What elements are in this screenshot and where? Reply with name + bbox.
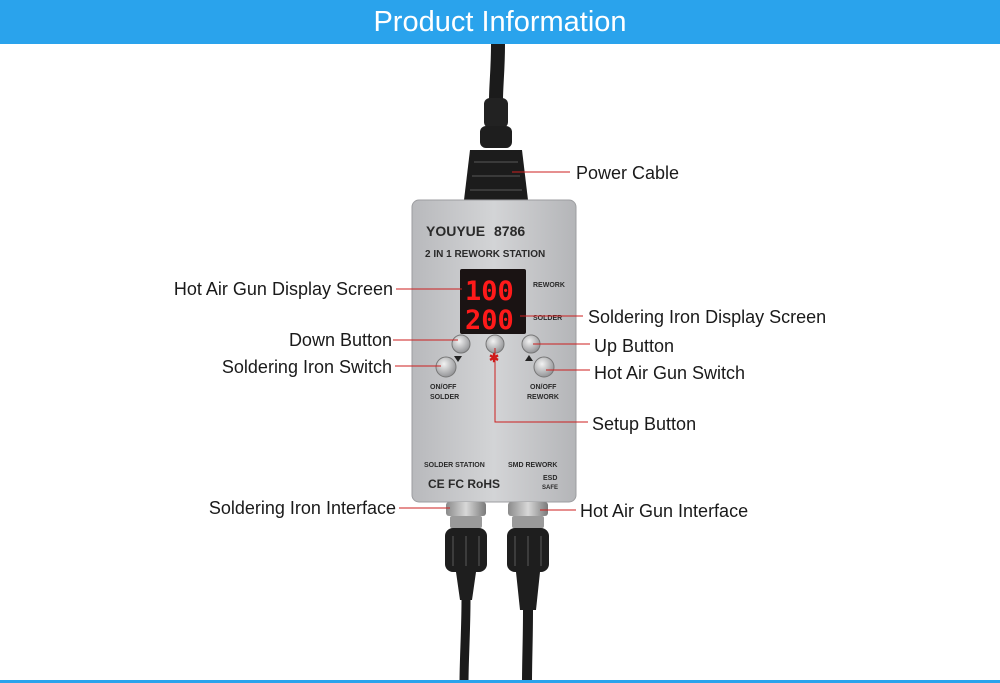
power-cable: [464, 43, 528, 200]
label-down-button: Down Button: [288, 330, 392, 350]
hot-air-gun-connector: [507, 502, 549, 683]
esd-mark-2: SAFE: [542, 485, 558, 491]
page-title-banner: Product Information: [0, 0, 1000, 44]
soldering-iron-switch[interactable]: [435, 356, 457, 378]
solder-station-label: SOLDER STATION: [424, 462, 485, 469]
rework-station-body: YOUYUE 8786 2 IN 1 REWORK STATION 100 20…: [411, 199, 577, 503]
right-switch-label-2: REWORK: [527, 394, 559, 401]
esd-mark-1: ESD: [543, 475, 557, 482]
label-soldering-interface: Soldering Iron Interface: [208, 498, 396, 518]
left-switch-label-2: SOLDER: [430, 394, 459, 401]
smd-rework-label: SMD REWORK: [508, 462, 557, 469]
right-switch-label-1: ON/OFF: [530, 384, 557, 391]
rework-temperature-readout: 100: [465, 276, 514, 307]
down-button[interactable]: [451, 334, 471, 354]
label-hot-air-interface: Hot Air Gun Interface: [580, 501, 749, 521]
left-switch-label-1: ON/OFF: [430, 384, 457, 391]
label-soldering-switch: Soldering Iron Switch: [221, 357, 392, 377]
setup-star-icon: ✱: [489, 351, 499, 365]
up-arrow-icon: [525, 355, 533, 361]
callout-lines: [393, 171, 590, 511]
certification-marks: CE FC RoHS: [428, 477, 500, 491]
solder-temperature-readout: 200: [465, 305, 514, 336]
label-soldering-display: Soldering Iron Display Screen: [588, 307, 827, 327]
device-model: 8786: [494, 223, 525, 239]
label-up-button: Up Button: [594, 336, 675, 356]
label-hot-air-display: Hot Air Gun Display Screen: [173, 279, 393, 299]
down-arrow-icon: [454, 356, 462, 362]
device-brand: YOUYUE: [426, 223, 485, 239]
device-subtitle: 2 IN 1 REWORK STATION: [425, 249, 545, 260]
page-title: Product Information: [373, 6, 627, 38]
hot-air-gun-switch[interactable]: [533, 356, 555, 378]
label-setup-button: Setup Button: [592, 414, 697, 434]
leader-setup-button: [494, 348, 588, 423]
bottom-accent-line: [0, 680, 1000, 683]
soldering-iron-connector: [445, 502, 487, 683]
label-hot-air-switch: Hot Air Gun Switch: [594, 363, 746, 383]
display-panel: [460, 269, 526, 334]
display-solder-label: SOLDER: [533, 315, 562, 322]
label-power-cable: Power Cable: [576, 163, 680, 183]
display-rework-label: REWORK: [533, 282, 565, 289]
